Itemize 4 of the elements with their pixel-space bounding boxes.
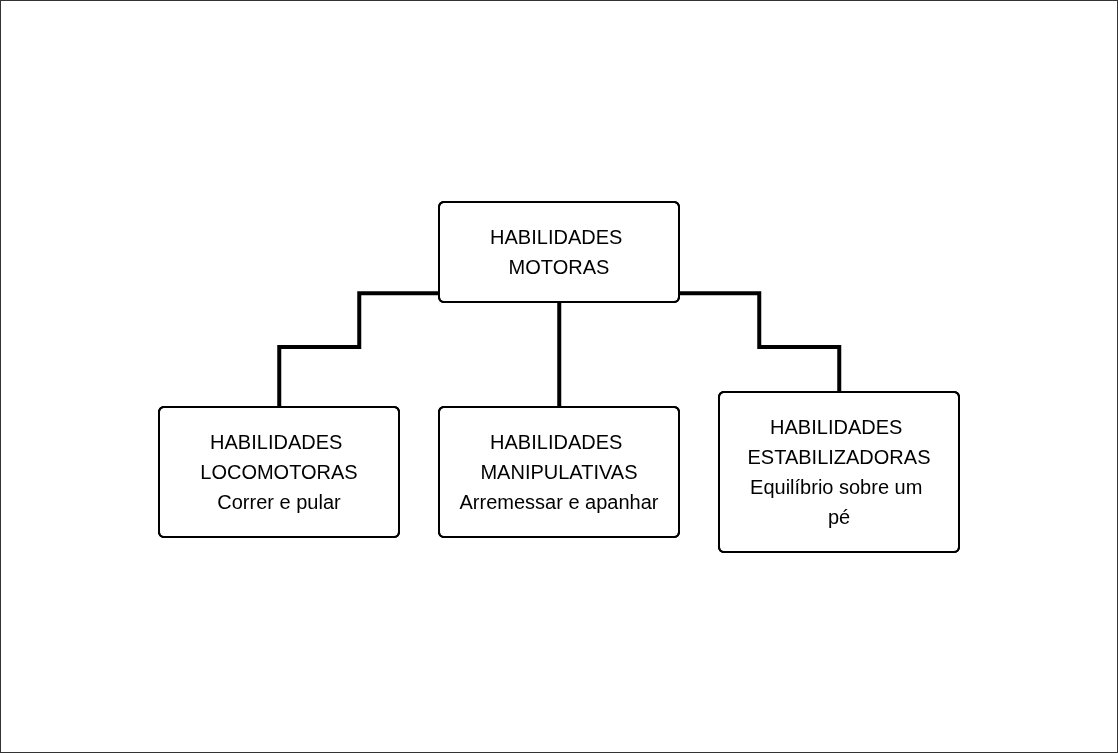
node-text: HABILIDADES LOCOMOTORAS Correr e pular: [200, 430, 358, 513]
node-text: HABILIDADES ESTABILIZADORAS Equilíbrio sobre um pé: [747, 415, 931, 528]
node-text: HABILIDADES MOTORAS: [490, 225, 623, 278]
node-text: HABILIDADES MANIPULATIVAS Arremessar e apanhar: [459, 430, 659, 513]
